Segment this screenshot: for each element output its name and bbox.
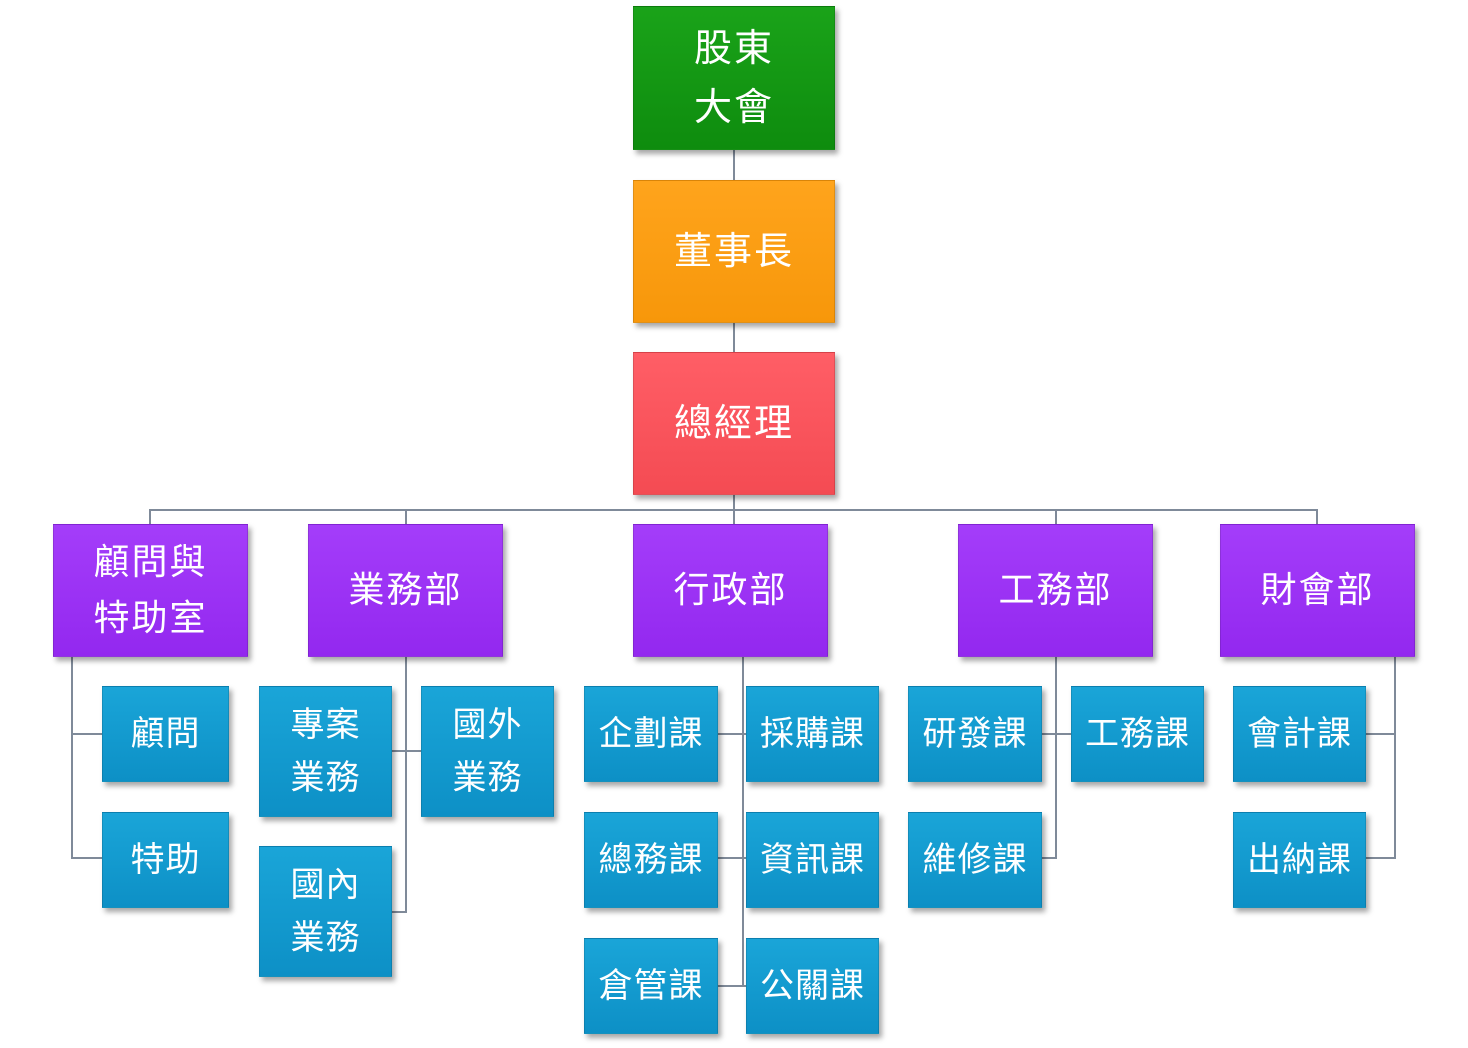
node-label: 大會 [693, 85, 774, 129]
node-label: 企劃課 [598, 713, 704, 754]
node-advisory-office[interactable]: 顧問與 特助室 [53, 524, 248, 657]
connector-admin-units [718, 657, 746, 987]
connector-department-bus [149, 509, 1318, 524]
node-purchasing-section[interactable]: 採購課 [746, 686, 879, 782]
node-label: 業務 [290, 917, 361, 958]
node-label: 總務課 [598, 839, 704, 880]
node-label: 倉管課 [598, 965, 704, 1006]
node-label: 專案 [290, 704, 361, 745]
node-finance-department[interactable]: 財會部 [1220, 524, 1415, 657]
node-label: 特助室 [93, 597, 208, 639]
node-label: 總經理 [673, 401, 794, 446]
connector-sales-units [392, 657, 421, 913]
node-label: 國內 [290, 864, 361, 905]
node-admin-department[interactable]: 行政部 [633, 524, 828, 657]
node-maintenance-section[interactable]: 維修課 [908, 812, 1042, 908]
node-works-section[interactable]: 工務課 [1071, 686, 1204, 782]
node-label: 研發課 [922, 713, 1028, 754]
node-project-sales[interactable]: 專案 業務 [259, 686, 392, 817]
node-special-assistant[interactable]: 特助 [102, 812, 229, 908]
node-label: 資訊課 [760, 839, 865, 880]
node-label: 業務 [290, 757, 361, 798]
node-label: 股東 [693, 26, 774, 71]
node-label: 公關課 [760, 965, 865, 1006]
node-label: 董事長 [673, 229, 794, 274]
node-public-relations-section[interactable]: 公關課 [746, 938, 879, 1034]
node-general-manager[interactable]: 總經理 [633, 352, 835, 495]
connector-finance-units [1366, 657, 1396, 859]
node-advisor[interactable]: 顧問 [102, 686, 229, 782]
node-label: 特助 [130, 839, 201, 880]
node-label: 出納課 [1247, 839, 1352, 880]
node-label: 會計課 [1247, 713, 1352, 754]
node-chairman[interactable]: 董事長 [633, 180, 835, 323]
node-engineering-department[interactable]: 工務部 [958, 524, 1153, 657]
node-rd-section[interactable]: 研發課 [908, 686, 1042, 782]
node-warehouse-section[interactable]: 倉管課 [584, 938, 718, 1034]
node-label: 工務部 [998, 569, 1113, 611]
node-label: 財會部 [1260, 569, 1375, 611]
node-label: 工務課 [1085, 713, 1190, 754]
node-accounting-section[interactable]: 會計課 [1233, 686, 1366, 782]
node-domestic-sales[interactable]: 國內 業務 [259, 846, 392, 977]
node-foreign-sales[interactable]: 國外 業務 [421, 686, 554, 817]
node-sales-department[interactable]: 業務部 [308, 524, 503, 657]
node-general-affairs-section[interactable]: 總務課 [584, 812, 718, 908]
node-it-section[interactable]: 資訊課 [746, 812, 879, 908]
node-label: 維修課 [922, 839, 1028, 880]
node-shareholders[interactable]: 股東 大會 [633, 6, 835, 150]
node-label: 業務部 [348, 569, 463, 611]
node-label: 行政部 [673, 569, 788, 611]
node-cashier-section[interactable]: 出納課 [1233, 812, 1366, 908]
node-label: 國外 [452, 704, 523, 745]
node-label: 顧問與 [93, 541, 208, 583]
connector-engineering-units [1042, 657, 1071, 859]
node-label: 顧問 [130, 713, 201, 754]
node-planning-section[interactable]: 企劃課 [584, 686, 718, 782]
node-label: 採購課 [760, 713, 865, 754]
node-label: 業務 [452, 757, 523, 798]
connector-advisory-units [71, 657, 102, 859]
